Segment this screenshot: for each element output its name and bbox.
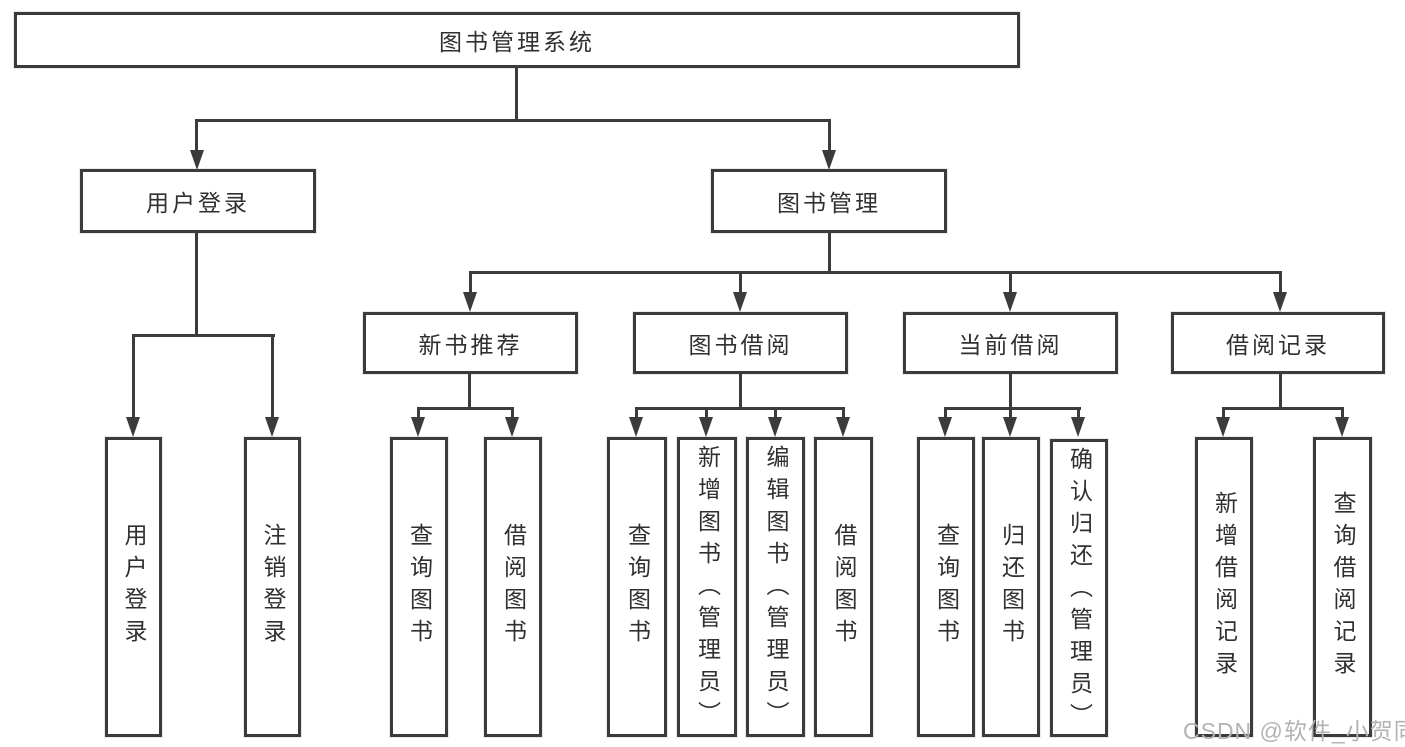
- node-label: 查询图书: [933, 523, 960, 651]
- connector-line: [132, 334, 135, 420]
- connector-book-mgmt-vertical: [828, 232, 831, 274]
- connector-line: [1009, 407, 1012, 420]
- node-label: 借阅图书: [831, 523, 857, 651]
- node-book-borrow: 图书借阅: [633, 312, 848, 374]
- node-label: 新书推荐: [418, 332, 523, 358]
- connector-records-horizontal: [1222, 407, 1343, 410]
- connector-line: [1009, 271, 1012, 293]
- node-label: 归还图书: [998, 523, 1025, 651]
- arrowhead-down-icon: [505, 417, 519, 437]
- connector-current-borrow-horizontal: [944, 407, 1081, 410]
- node-label: 新增借阅记录: [1211, 491, 1238, 683]
- node-label: 图书借阅: [688, 332, 793, 358]
- connector-user-login-horizontal: [132, 334, 275, 337]
- arrowhead-down-icon: [1003, 417, 1017, 437]
- connector-line: [1279, 271, 1282, 293]
- node-borrow-records: 借阅记录: [1171, 312, 1385, 374]
- arrowhead-down-icon: [463, 292, 477, 312]
- arrowhead-down-icon: [1216, 417, 1230, 437]
- connector-level2-horizontal: [195, 119, 831, 122]
- node-confirm-return-admin: 确认归还（管理员）: [1050, 439, 1108, 737]
- connector-line: [511, 407, 514, 420]
- connector-line: [468, 373, 471, 409]
- node-edit-book-admin: 编辑图书（管理员）: [746, 437, 805, 737]
- connector-line: [774, 407, 777, 420]
- node-label: 查询图书: [624, 523, 651, 651]
- node-logout-action: 注销登录: [244, 437, 301, 737]
- connector-line: [1341, 407, 1344, 420]
- arrowhead-down-icon: [938, 417, 952, 437]
- node-label: 新增图书（管理员）: [694, 445, 721, 733]
- arrowhead-down-icon: [629, 417, 643, 437]
- arrowhead-down-icon: [190, 150, 204, 170]
- connector-line: [944, 407, 947, 420]
- node-label: 注销登录: [260, 523, 286, 651]
- arrowhead-down-icon: [822, 150, 836, 170]
- connector-line: [705, 407, 708, 420]
- connector-line: [739, 271, 742, 293]
- arrowhead-down-icon: [411, 417, 425, 437]
- node-label: 用户登录: [121, 523, 147, 651]
- arrowhead-down-icon: [699, 417, 713, 437]
- arrowhead-down-icon: [768, 417, 782, 437]
- arrowhead-down-icon: [1003, 292, 1017, 312]
- node-label: 编辑图书（管理员）: [763, 445, 789, 733]
- node-query-books-recommend: 查询图书: [390, 437, 448, 737]
- node-label: 用户登录: [146, 190, 250, 216]
- node-label: 图书管理: [777, 190, 881, 216]
- connector-line: [635, 407, 638, 420]
- node-borrow-books-recommend: 借阅图书: [484, 437, 542, 737]
- node-borrow-books-action: 借阅图书: [814, 437, 873, 737]
- connector-book-borrow-horizontal: [635, 407, 844, 410]
- connector-line: [739, 373, 742, 409]
- node-add-borrow-record: 新增借阅记录: [1195, 437, 1253, 737]
- connector-line: [842, 407, 845, 420]
- node-query-books-current: 查询图书: [917, 437, 975, 737]
- node-add-book-admin: 新增图书（管理员）: [677, 437, 737, 737]
- node-label: 借阅记录: [1226, 332, 1330, 358]
- arrowhead-down-icon: [836, 417, 850, 437]
- arrowhead-down-icon: [1273, 292, 1287, 312]
- connector-new-book-horizontal: [417, 407, 514, 410]
- connector-line: [195, 119, 198, 152]
- connector-line: [1279, 373, 1282, 409]
- arrowhead-down-icon: [733, 292, 747, 312]
- node-query-borrow-record: 查询借阅记录: [1313, 437, 1372, 737]
- arrowhead-down-icon: [1335, 417, 1349, 437]
- connector-line: [1077, 407, 1080, 420]
- arrowhead-down-icon: [1071, 417, 1085, 437]
- connector-root-vertical: [515, 67, 518, 121]
- arrowhead-down-icon: [265, 417, 279, 437]
- watermark-text: CSDN @软件_小贺同学: [1183, 718, 1405, 744]
- node-user-login: 用户登录: [80, 169, 316, 233]
- node-query-books-borrow: 查询图书: [607, 437, 667, 737]
- connector-line: [271, 334, 274, 420]
- node-new-book-recommend: 新书推荐: [363, 312, 578, 374]
- node-current-borrow: 当前借阅: [903, 312, 1118, 374]
- node-book-management: 图书管理: [711, 169, 947, 233]
- node-label: 查询图书: [406, 523, 433, 651]
- connector-level3-horizontal: [469, 271, 1281, 274]
- connector-line: [1009, 373, 1012, 409]
- node-label: 当前借阅: [958, 332, 1063, 358]
- node-root-label: 图书管理系统: [439, 29, 595, 55]
- node-label: 确认归还（管理员）: [1066, 447, 1093, 735]
- connector-line: [1222, 407, 1225, 420]
- connector-line: [828, 119, 831, 152]
- connector-line: [417, 407, 420, 420]
- node-return-book: 归还图书: [982, 437, 1040, 737]
- connector-user-login-vertical: [195, 232, 198, 336]
- node-label: 查询借阅记录: [1330, 491, 1356, 683]
- connector-line: [469, 271, 472, 293]
- node-label: 借阅图书: [500, 523, 527, 651]
- node-root: 图书管理系统: [14, 12, 1020, 68]
- arrowhead-down-icon: [126, 417, 140, 437]
- node-user-login-action: 用户登录: [105, 437, 162, 737]
